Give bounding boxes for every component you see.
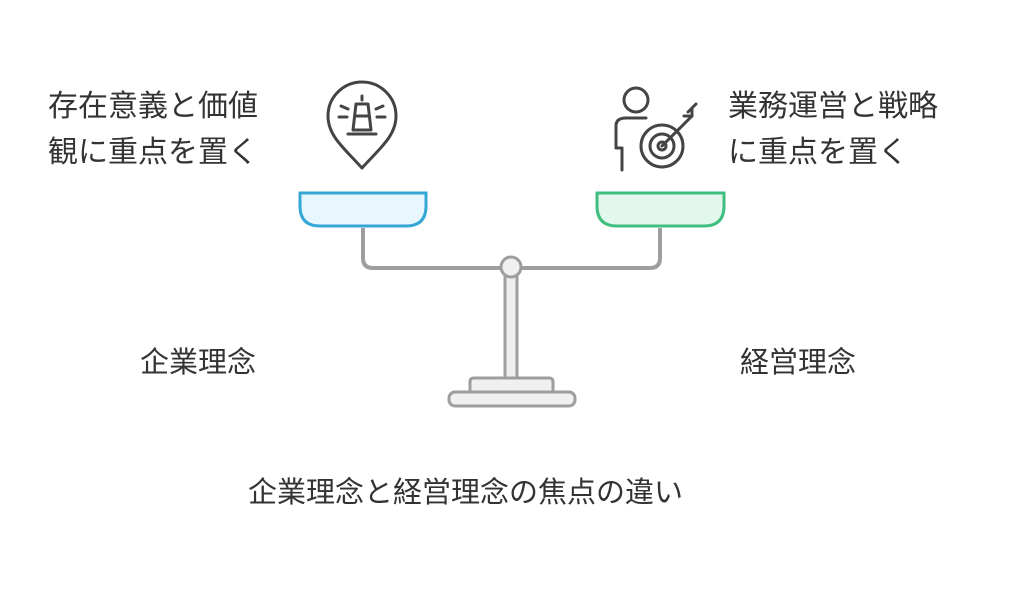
scale-base-upper [468,376,555,394]
right-label: 経営理念 [740,345,857,379]
right-statement-line-1: 業務運営と戦略 [728,89,938,124]
left-label: 企業理念 [140,345,257,379]
lighthouse-pin-icon [326,80,398,170]
scale-base-lower [447,390,577,408]
scale-pole [503,273,519,381]
right-pan [595,191,726,228]
right-statement: 業務運営と戦略 に重点を置く [728,84,938,176]
left-statement: 存在意義と価値 観に重点を置く [48,84,258,176]
scale-pivot [499,255,523,279]
footer-title: 企業理念と経営理念の焦点の違い [248,475,684,509]
right-statement-line-2: に重点を置く [728,135,908,170]
left-statement-line-2: 観に重点を置く [48,135,258,170]
left-statement-line-1: 存在意義と価値 [48,89,258,124]
left-pan [298,191,428,228]
person-target-icon [614,86,698,172]
